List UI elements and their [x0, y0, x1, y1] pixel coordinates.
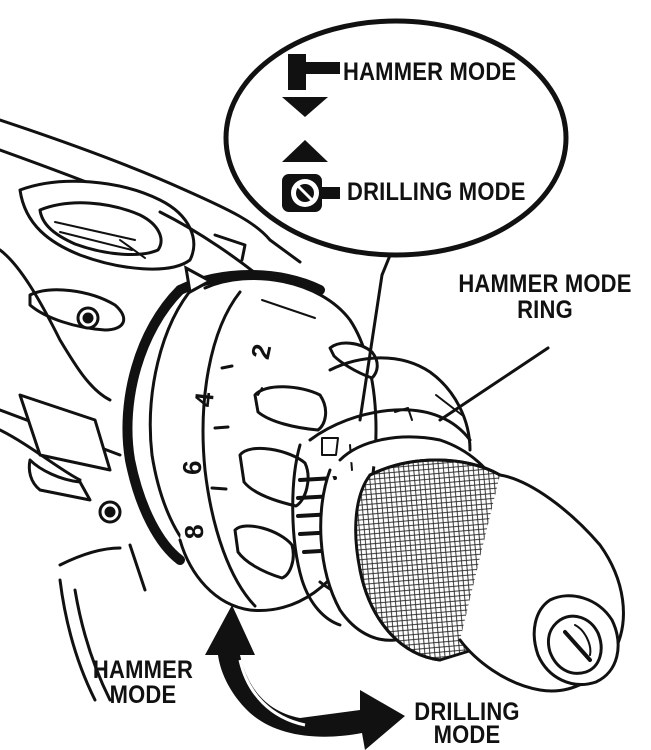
arrow-label-drilling-line2: MODE [433, 720, 501, 749]
arrow-down-icon [282, 97, 328, 117]
dial-number-6: 6 [177, 460, 207, 476]
arrow-label-hammer-line2: MODE [109, 680, 177, 709]
arrow-up-icon [282, 140, 328, 162]
ring-pointer-line [438, 346, 550, 422]
callout-label-drilling-mode: DRILLING MODE [347, 177, 526, 206]
arrow-label-drilling-mode: DRILLING MODE [407, 697, 537, 749]
mode-callout-bubble [223, 18, 569, 258]
arrow-label-drilling-line1: DRILLING [414, 697, 520, 726]
dial-number-4: 4 [188, 390, 219, 408]
arrow-label-hammer-mode: HAMMER MODE [88, 655, 208, 709]
drill-housing [0, 118, 302, 702]
drill-icon [282, 174, 340, 212]
hammer-mode-ring [291, 356, 472, 627]
dial-number-8: 8 [179, 524, 210, 541]
callout-pointer-line [358, 246, 395, 422]
ring-label-line2: RING [517, 295, 573, 324]
arrow-label-hammer-line1: HAMMER [92, 655, 194, 684]
body-triangle-icon [184, 265, 214, 295]
ring-label: HAMMER MODE RING [445, 269, 651, 324]
dial-numbers: 2 4 6 8 [177, 341, 277, 540]
chuck-nose [458, 473, 625, 693]
hammer-icon [288, 54, 340, 90]
dial-number-2: 2 [245, 341, 277, 361]
curved-double-arrow-icon [205, 605, 405, 750]
callout-label-hammer-mode: HAMMER MODE [343, 57, 517, 86]
ring-label-line1: HAMMER MODE [458, 269, 632, 298]
